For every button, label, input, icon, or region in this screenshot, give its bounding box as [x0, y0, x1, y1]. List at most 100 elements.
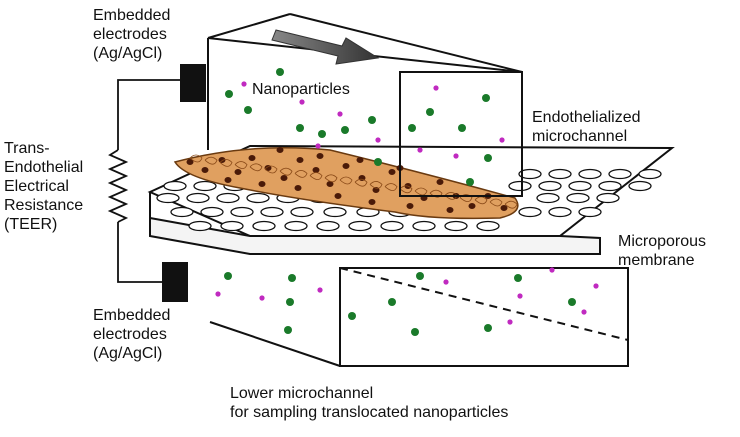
cell-outline [339, 176, 353, 185]
nanoparticle-magenta [317, 287, 323, 293]
cell-outline [324, 174, 338, 183]
membrane-pore [518, 168, 542, 180]
lower-channel-bottom-back [209, 321, 341, 367]
nanoparticle-green [416, 272, 424, 280]
membrane-pore [316, 220, 340, 232]
endothelial-cell-layer [173, 146, 519, 220]
nanoparticle-green [286, 298, 294, 306]
membrane-pore [200, 206, 224, 218]
membrane-pore [188, 220, 212, 232]
nanoparticle-green [341, 126, 349, 134]
nanoparticle-green [514, 274, 522, 282]
lower-microchannel [209, 267, 629, 367]
membrane-pore [566, 192, 590, 204]
nanoparticle-green [466, 178, 474, 186]
cell-outline [234, 161, 248, 169]
membrane-pore [220, 220, 244, 232]
nanoparticle-green [426, 108, 434, 116]
teer-label: Trans- Endothelial Electrical Resistance… [4, 140, 84, 233]
nanoparticle-green [288, 274, 296, 282]
nanoparticle-green [348, 312, 356, 320]
cell-outline [249, 163, 263, 172]
nanoparticle-magenta [241, 81, 247, 87]
upper-channel-top-left [207, 13, 291, 39]
membrane-pore [156, 192, 180, 204]
membrane-pore [348, 220, 372, 232]
cell-nucleus [294, 185, 302, 191]
nanoparticle-green [408, 124, 416, 132]
teer-resistor-icon [107, 149, 129, 223]
cell-outline [294, 170, 308, 178]
nanoparticle-magenta [259, 295, 265, 301]
top-electrodes-label: Embedded electrodes (Ag/AgCl) [93, 7, 171, 62]
nanoparticle-green [225, 90, 233, 98]
cell-nucleus [356, 157, 364, 163]
membrane-pore [578, 206, 602, 218]
cell-outline [189, 154, 203, 163]
membrane-pore [412, 220, 436, 232]
cell-outline [489, 198, 503, 207]
membrane-pores [156, 168, 662, 232]
nanoparticle-magenta [517, 293, 523, 299]
cell-outline [354, 178, 368, 187]
nanoparticle-magenta [417, 147, 423, 153]
nanoparticle-magenta [593, 283, 599, 289]
membrane-pore [518, 206, 542, 218]
membrane-pore [596, 192, 620, 204]
membrane-pore [608, 168, 632, 180]
membrane-pore [598, 180, 622, 192]
membrane-pore [548, 168, 572, 180]
teer-wire-top [117, 79, 180, 150]
cell-outline [369, 181, 383, 189]
cell-nucleus [316, 153, 324, 159]
nanoparticle-magenta [315, 143, 321, 149]
cell-nucleus [446, 207, 454, 213]
nanoparticle-green [368, 116, 376, 124]
membrane-pore [193, 180, 217, 192]
nanoparticles [215, 68, 599, 336]
membrane-pore [216, 192, 240, 204]
membrane-pore [230, 206, 254, 218]
membrane-pore [578, 168, 602, 180]
nanoparticle-magenta [299, 99, 305, 105]
cell-nucleus [248, 155, 256, 161]
bottom-electrodes-label: Embedded electrodes (Ag/AgCl) [93, 307, 171, 362]
cell-outline [474, 196, 488, 205]
teer-circuit [107, 79, 180, 283]
nanoparticle-magenta [581, 309, 587, 315]
teer-wire-bottom [117, 222, 162, 283]
nanoparticles-label: Nanoparticles [252, 81, 350, 98]
lower-channel-front-face [339, 267, 629, 367]
cell-outline [204, 156, 218, 165]
membrane-pore [186, 192, 210, 204]
cell-nucleus [406, 203, 414, 209]
membrane-pore [163, 180, 187, 192]
nanoparticle-green [374, 158, 382, 166]
cell-nucleus [201, 167, 209, 173]
membrane-pore [323, 206, 347, 218]
membrane-pore [290, 206, 314, 218]
lower-channel-hidden-edge [339, 267, 629, 341]
nanoparticle-green [276, 68, 284, 76]
nanoparticle-green [568, 298, 576, 306]
nanoparticle-green [484, 154, 492, 162]
cell-nucleus [342, 163, 350, 169]
nanoparticle-green [244, 106, 252, 114]
membrane-front-edge [149, 216, 601, 255]
cell-nucleus [468, 203, 476, 209]
membrane-pore [536, 192, 560, 204]
membrane-pore [284, 220, 308, 232]
flow-arrow-icon [271, 29, 380, 65]
membrane-pore [548, 206, 572, 218]
membrane-pore [538, 180, 562, 192]
membrane-pore [476, 220, 500, 232]
lower-microchannel-label: Lower microchannel for sampling transloc… [230, 385, 509, 421]
nanoparticle-green [482, 94, 490, 102]
cell-nucleus [368, 199, 376, 205]
cell-nucleus [186, 159, 194, 165]
membrane-pore [444, 220, 468, 232]
cell-nucleus [224, 177, 232, 183]
microporous-membrane-label: Microporous membrane [618, 233, 707, 269]
cell-outline [219, 159, 233, 167]
top-electrode [180, 64, 206, 102]
